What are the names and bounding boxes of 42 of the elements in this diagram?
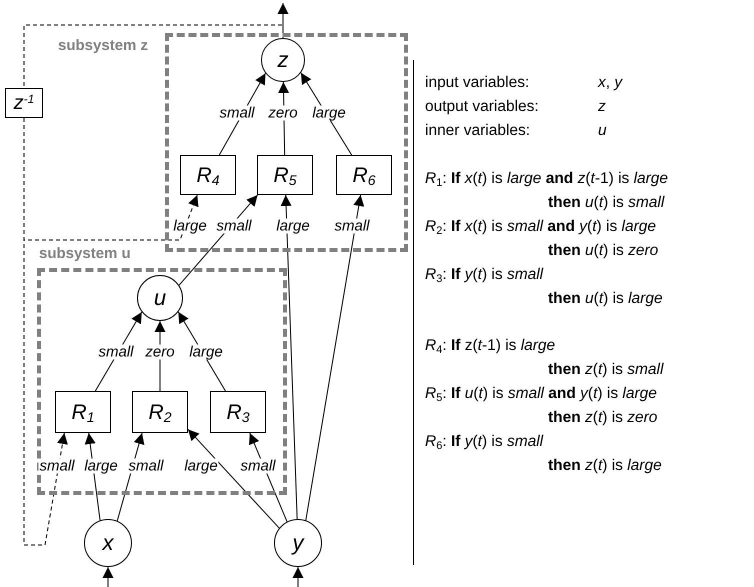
edge-label: large	[275, 218, 311, 234]
edge-label: zero	[144, 344, 176, 360]
edge-label: small	[240, 458, 276, 474]
edge-label: small	[128, 458, 164, 474]
rule-text: then u(t) is large	[548, 290, 663, 308]
subsystem-label: subsystem z	[58, 38, 148, 53]
arrow	[305, 194, 364, 521]
rule-text: input variables:	[425, 74, 530, 92]
edge-label: small	[218, 106, 256, 120]
rule-text: then u(t) is small	[548, 194, 664, 212]
rule-text: inner variables:	[425, 122, 530, 140]
edge-label: large	[311, 106, 347, 120]
rule-text: then z(t) is large	[548, 457, 662, 475]
edge-label: large	[172, 218, 208, 234]
subsystem-label: subsystem u	[39, 246, 131, 261]
edge-label: large	[183, 458, 219, 474]
edge-label: small	[38, 458, 76, 474]
arrow	[292, 566, 304, 587]
arrow	[84, 432, 101, 521]
edge-label: zero	[267, 106, 299, 120]
rule-text: then z(t) is small	[548, 361, 664, 379]
edge-label: large	[83, 458, 119, 474]
rule-text: output variables:	[425, 98, 539, 116]
rule-text: R$_{2}$: If x(t) is small and y(t) is large	[425, 218, 656, 236]
edge-label: small	[334, 218, 370, 234]
arrow	[188, 428, 280, 529]
rule-text: R$_{3}$: If y(t) is small	[425, 266, 544, 284]
rule-text: R$_{1}$: If x(t) is large and z(t-1) is large	[425, 170, 668, 188]
arrow	[102, 566, 114, 587]
rule-text: x, y	[598, 74, 622, 92]
rule-text: u	[598, 122, 607, 140]
rule-text: then z(t) is zero	[548, 409, 658, 427]
edge-label: small	[216, 218, 252, 234]
rule-text: R$_{4}$: If z(t-1) is large	[425, 337, 556, 355]
rule-text: z	[598, 98, 606, 116]
rule-text: then u(t) is zero	[548, 242, 658, 260]
delay-box: z$^{-1}$	[5, 88, 43, 118]
rule-text: R$_{5}$: If u(t) is small and y(t) is large	[425, 385, 657, 403]
rule-text: R$_{6}$: If y(t) is small	[425, 433, 544, 451]
edge-label: small	[98, 344, 134, 360]
arrow	[280, 194, 298, 520]
edge-label: large	[188, 344, 224, 360]
